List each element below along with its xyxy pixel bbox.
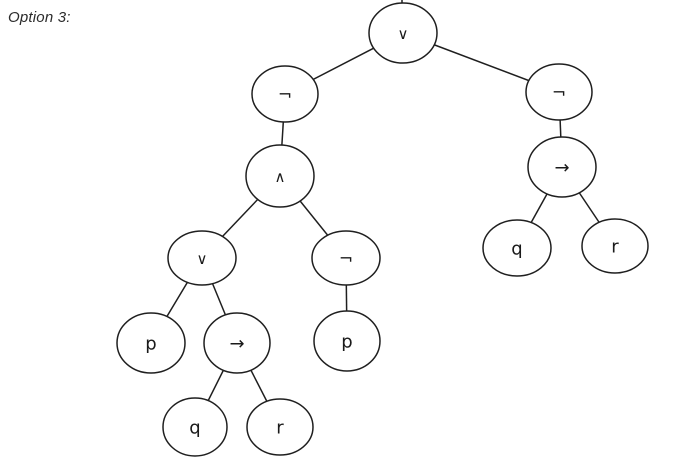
tree-node-r-bottom	[246, 398, 314, 456]
node-label-and-left: ∧	[275, 168, 286, 186]
tree-node-not-left	[251, 65, 319, 123]
tree-node-p-mid	[313, 310, 381, 372]
node-label-imp-left: →	[229, 334, 244, 355]
node-label-p-left: p	[145, 334, 156, 355]
node-label-or-root: ∨	[398, 25, 409, 43]
tree-node-q-right	[482, 219, 552, 277]
node-label-r-bottom: r	[276, 418, 284, 439]
tree-node-or-root	[368, 2, 438, 64]
node-label-or-left: ∨	[197, 250, 208, 268]
node-label-not-right: ¬	[552, 83, 566, 103]
page-title: Option 3:	[8, 9, 71, 26]
node-label-imp-right: →	[554, 158, 569, 179]
node-label-p-mid: p	[341, 332, 352, 353]
tree-node-p-left	[116, 312, 186, 374]
tree-node-r-right	[581, 218, 649, 274]
tree-node-not-right	[525, 63, 593, 121]
node-label-q-bottom: q	[189, 418, 200, 439]
node-label-q-right: q	[511, 239, 522, 260]
node-label-not-left2: ¬	[339, 249, 353, 269]
node-label-r-right: r	[611, 237, 619, 258]
tree-node-imp-left	[203, 312, 271, 374]
tree-node-and-left	[245, 144, 315, 208]
tree-node-imp-right	[527, 136, 597, 198]
tree-node-not-left2	[311, 230, 381, 286]
tree-node-q-bottom	[162, 397, 228, 457]
tree-node-or-left	[167, 230, 237, 286]
node-label-not-left: ¬	[278, 85, 292, 105]
